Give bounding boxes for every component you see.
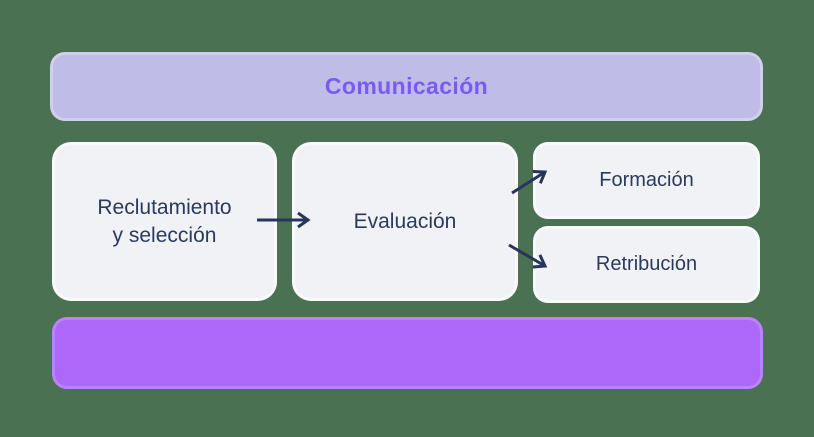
node-evaluacion-label: Evaluación bbox=[353, 209, 457, 233]
node-reclutamiento-y-seleccion: Reclutamiento y selección bbox=[52, 142, 277, 301]
node-retribucion: Retribución bbox=[533, 226, 760, 303]
node-formacion-label: Formación bbox=[599, 169, 694, 192]
node-reclutamiento-label: Reclutamiento y selección bbox=[97, 195, 232, 247]
node-evaluacion: Evaluación bbox=[292, 142, 518, 301]
communication-bar-label: Comunicación bbox=[324, 73, 489, 99]
node-formacion: Formación bbox=[533, 142, 760, 219]
bottom-bar bbox=[52, 317, 763, 389]
node-retribucion-label: Retribución bbox=[595, 253, 698, 276]
communication-bar: Comunicación bbox=[50, 52, 763, 121]
